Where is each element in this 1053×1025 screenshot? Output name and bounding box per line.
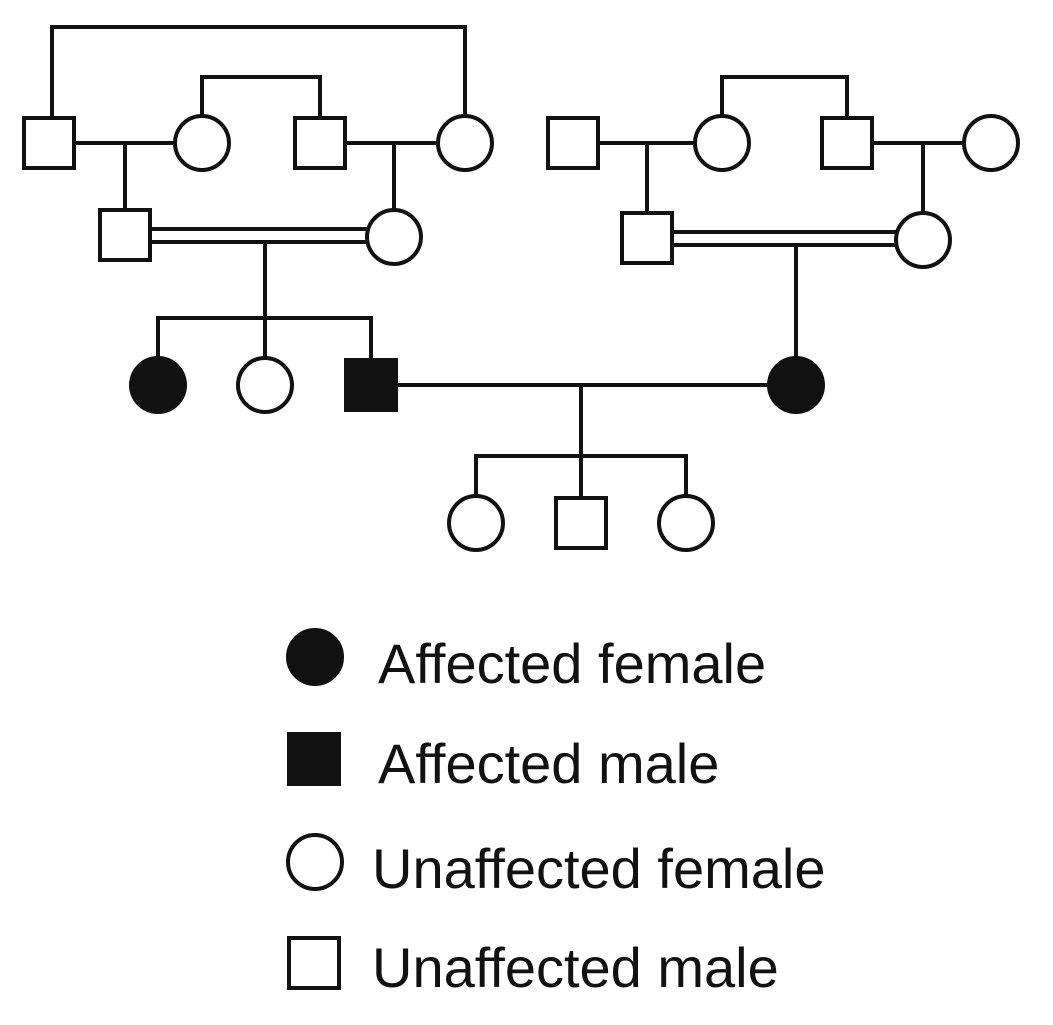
individual-gen1-left-male-1 <box>22 116 76 170</box>
individual-gen1-right-male-2 <box>820 116 874 170</box>
individual-gen2-right-male <box>620 211 674 265</box>
legend-symbol-affected-male <box>287 732 341 786</box>
legend-symbol-unaffected-male <box>287 936 341 990</box>
sibship-line-left-middle <box>200 75 322 120</box>
individual-gen1-right-female-1 <box>693 114 751 172</box>
individual-gen3-spouse-female <box>767 356 825 414</box>
legend-label-affected-female: Affected female <box>378 632 766 695</box>
individual-gen4-child-3 <box>657 494 715 552</box>
sibship-line-right-middle <box>720 75 849 120</box>
individual-gen2-left-female <box>365 208 423 266</box>
individual-gen1-right-female-2 <box>962 114 1020 172</box>
legend: Affected female Affected male Unaffected… <box>286 628 825 999</box>
individual-gen2-right-female <box>894 211 952 269</box>
individual-gen4-child-2 <box>554 496 608 550</box>
individual-gen1-left-female-1 <box>173 114 231 172</box>
legend-label-unaffected-female: Unaffected female <box>372 837 825 900</box>
individual-gen3-son <box>344 358 398 412</box>
legend-symbol-unaffected-female <box>286 833 344 891</box>
pedigree-individuals <box>22 114 1020 552</box>
legend-label-unaffected-male: Unaffected male <box>372 936 779 999</box>
sibship-line-top-loop <box>50 25 467 120</box>
individual-gen3-daughter-1 <box>129 356 187 414</box>
individual-gen3-daughter-2 <box>236 356 294 414</box>
individual-gen1-left-female-2 <box>436 114 494 172</box>
legend-symbol-affected-female <box>286 628 344 686</box>
individual-gen1-right-male-1 <box>546 116 600 170</box>
individual-gen2-left-male <box>98 208 152 262</box>
individual-gen1-left-male-2 <box>293 116 347 170</box>
pedigree-lines <box>50 25 968 500</box>
legend-label-affected-male: Affected male <box>378 732 719 795</box>
individual-gen4-child-1 <box>447 494 505 552</box>
